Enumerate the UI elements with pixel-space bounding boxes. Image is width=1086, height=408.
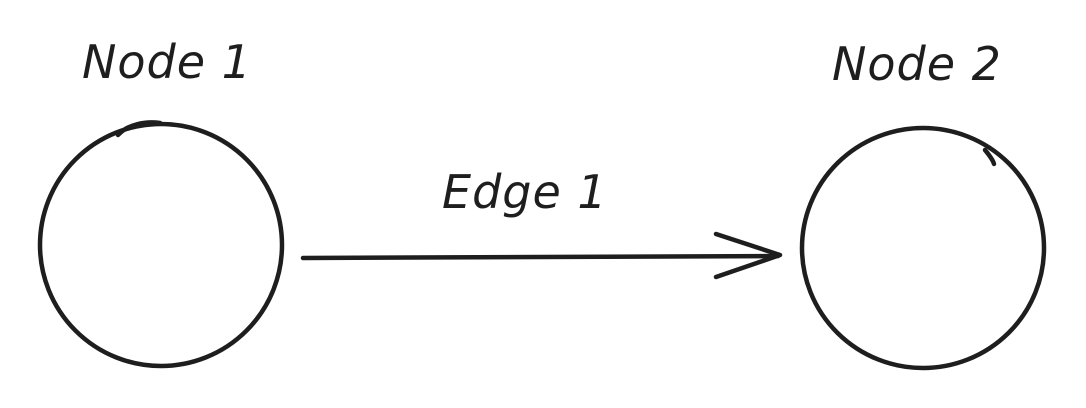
edge-1[interactable] bbox=[300, 231, 783, 280]
node-1-circle bbox=[37, 121, 285, 369]
node-1-label: Node 1 bbox=[82, 35, 252, 89]
node-2-circle bbox=[799, 125, 1047, 371]
node-2-label: Node 2 bbox=[832, 37, 1002, 91]
edge-1-line bbox=[300, 253, 781, 261]
edge-1-label: Edge 1 bbox=[442, 165, 608, 219]
node-1[interactable] bbox=[37, 120, 285, 369]
node-2-overlap-stroke bbox=[982, 147, 997, 167]
node-1-overlap-stroke bbox=[115, 120, 163, 138]
edge-1-arrowhead bbox=[713, 231, 783, 280]
node-2[interactable] bbox=[799, 125, 1047, 371]
